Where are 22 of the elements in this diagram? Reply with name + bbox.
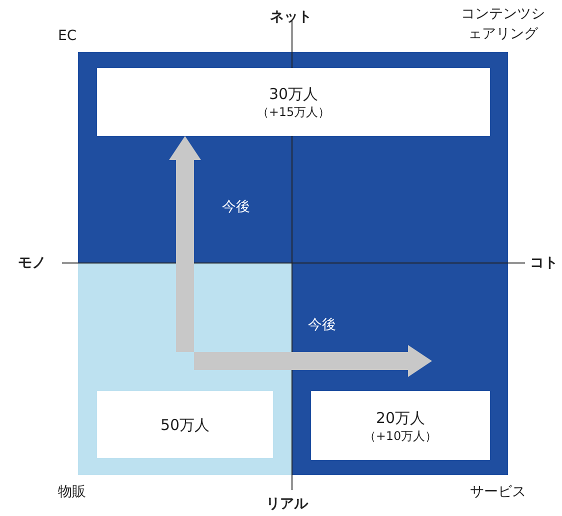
quadrant-panel bbox=[292, 263, 508, 475]
quadrant-panel bbox=[78, 52, 508, 263]
increase-text: （+10万人） bbox=[364, 428, 438, 444]
count-text: 50万人 bbox=[160, 414, 210, 434]
info-box bbox=[311, 391, 490, 460]
arrow bbox=[194, 345, 432, 377]
info-box bbox=[97, 391, 273, 458]
increase-text: （+15万人） bbox=[256, 104, 330, 120]
axis-label: リアル bbox=[266, 495, 308, 513]
corner-label: サービス bbox=[470, 483, 526, 501]
axis-label: コト bbox=[530, 254, 558, 272]
axis-label: モノ bbox=[18, 254, 46, 272]
edge-label: 今後 bbox=[220, 198, 252, 216]
corner-label: EC bbox=[58, 28, 77, 44]
arrow bbox=[169, 136, 201, 352]
count-text: 30万人 bbox=[268, 84, 318, 104]
count-text: 20万人 bbox=[376, 408, 426, 428]
corner-label: コンテンツシェアリング bbox=[460, 5, 546, 44]
quadrant-panel bbox=[78, 263, 292, 475]
corner-label: 物販 bbox=[58, 483, 86, 501]
edge-label: 今後 bbox=[306, 316, 338, 334]
info-box bbox=[97, 68, 490, 136]
